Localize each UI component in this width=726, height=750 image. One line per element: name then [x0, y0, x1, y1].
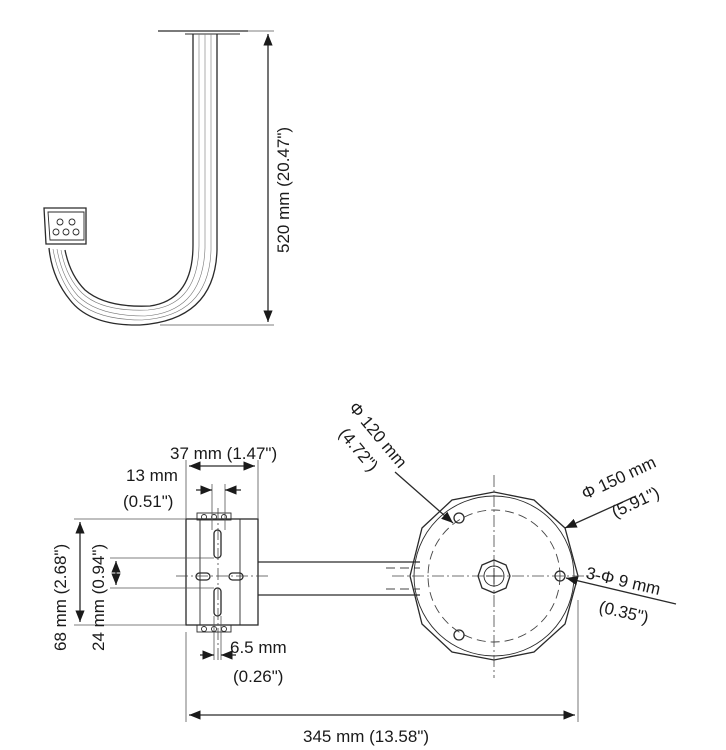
- arm-tube-inner: [64, 34, 194, 307]
- plate-width-label: 37 mm (1.47"): [170, 444, 277, 463]
- holes-label-in: (0.35"): [597, 597, 650, 627]
- plate-height-label: 68 mm (2.68"): [51, 544, 70, 651]
- flange-centre-nut: [477, 559, 511, 594]
- top-view: 37 mm (1.47") 13 mm (0.51") 68 mm (2.68"…: [51, 398, 677, 746]
- slot-upper: [213, 529, 222, 559]
- wall-plate: [185, 518, 259, 626]
- bolt-hole-upper: [453, 512, 465, 524]
- mount-block: [43, 207, 87, 245]
- slot-hole-label-in: (0.26"): [233, 667, 283, 686]
- slot-right: [228, 572, 244, 581]
- side-view: 520 mm (20.47"): [43, 30, 293, 326]
- total-length-label: 345 mm (13.58"): [303, 727, 429, 746]
- bolt-hole-right: [554, 570, 566, 582]
- arm-tube-outer: [48, 34, 218, 326]
- slot-hole-label-mm: 6.5 mm: [230, 638, 287, 657]
- slot-left: [195, 572, 211, 581]
- height-dimension-label: 520 mm (20.47"): [274, 127, 293, 253]
- slot-lower: [213, 587, 222, 617]
- holes-label-mm: 3-Φ 9 mm: [584, 563, 662, 599]
- slot-width-label-in: (0.51"): [123, 492, 173, 511]
- slot-width-label-mm: 13 mm: [126, 466, 178, 485]
- slot-spacing-label: 24 mm (0.94"): [89, 544, 108, 651]
- bolt-hole-lower: [453, 629, 465, 641]
